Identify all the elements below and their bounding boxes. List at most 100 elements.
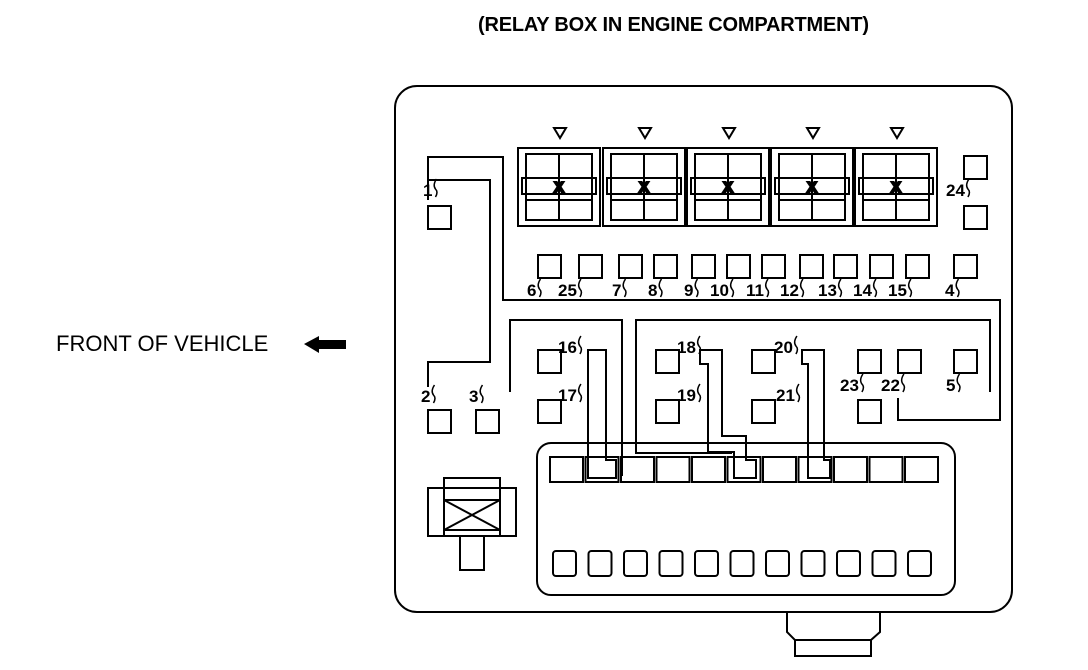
connector-cell [833,456,868,483]
relay-5: X [854,127,938,227]
connector-pin [658,550,684,577]
relay-indicator-icon [637,127,653,140]
terminal [833,254,858,279]
relay-marker: X [554,179,564,196]
terminal-number-12: 12 [780,281,799,300]
terminal-number-15: 15 [888,281,907,300]
connector-cell [904,456,939,483]
relay-2: X [602,127,686,227]
terminal [897,349,922,374]
left-wire-route [427,156,1001,476]
connector-pin [694,550,719,577]
front-of-vehicle-label: FRONT OF VEHICLE [56,331,269,356]
connector-cell [762,456,797,483]
terminal [953,254,978,279]
connector-cell [726,456,762,483]
front-arrow-icon [304,336,346,353]
terminal [427,409,452,434]
terminal-number-6: 6 [527,281,536,300]
terminal-number-18: 18 [677,338,696,357]
relay-marker: X [807,179,817,196]
connector-pin [765,550,790,577]
terminal-number-19: 19 [677,386,696,405]
connector-cell [797,456,833,483]
terminal [475,409,500,434]
relay-marker: X [891,179,901,196]
terminal-number-21: 21 [776,386,795,405]
connector-pin [552,550,577,577]
terminal-number-11: 11 [746,281,764,300]
terminal [691,254,716,279]
connector-pin [836,550,861,577]
terminal-number-17: 17 [558,386,577,405]
terminal-number-3: 3 [469,387,478,406]
terminal-number-23: 23 [840,376,859,395]
connector-cell [549,456,584,483]
fusible-link [427,477,517,571]
relay-3: X [686,127,770,227]
lower-connector-cells [549,456,939,577]
terminal [953,349,978,374]
jumper-wires [587,349,831,479]
terminal-number-22: 22 [881,376,900,395]
lower-connector-housing [536,442,956,596]
terminal-number-14: 14 [853,281,872,300]
relay-indicator-icon [552,127,568,140]
terminal-number-13: 13 [818,281,837,300]
terminal [905,254,930,279]
terminal-number-24: 24 [946,181,965,200]
terminal [799,254,824,279]
terminal-number-25: 25 [558,281,577,300]
terminal [653,254,678,279]
terminal [857,399,882,424]
terminal [537,349,562,374]
connector-cell [691,456,726,483]
terminal [751,399,776,424]
connector-cell [868,456,904,483]
relay-marker: X [639,179,649,196]
terminal [427,205,452,230]
terminal-number-5: 5 [946,376,955,395]
diagram-title: (RELAY BOX IN ENGINE COMPARTMENT) [478,14,869,36]
terminal [963,205,988,230]
terminal-number-7: 7 [612,281,621,300]
terminal [761,254,786,279]
terminal [655,349,680,374]
relay-box-outline [394,85,1013,613]
terminal [869,254,894,279]
terminal-number-10: 10 [710,281,729,300]
connector-pin [587,550,613,577]
connector-pin [729,550,755,577]
terminal [578,254,603,279]
connector-pin [907,550,932,577]
terminal-number-2: 2 [421,387,430,406]
terminal [963,155,988,180]
terminal-number-8: 8 [648,281,657,300]
terminal [537,399,562,424]
connector-pin [871,550,897,577]
terminal-number-16: 16 [558,338,577,357]
terminal-group [427,155,988,434]
terminal [857,349,882,374]
relay-indicator-icon [805,127,821,140]
terminal-number-1: 1 [423,181,432,200]
connector-cell [655,456,691,483]
relay-1: X [517,127,601,227]
relay-marker: X [723,179,733,196]
terminal [537,254,562,279]
terminal-number-4: 4 [945,281,955,300]
connector-cell [584,456,620,483]
relay-4: X [770,127,854,227]
terminal-number-20: 20 [774,338,793,357]
terminal-number-9: 9 [684,281,693,300]
relay-indicator-icon [721,127,737,140]
terminal [618,254,643,279]
terminal [655,399,680,424]
connector-cell [620,456,655,483]
terminal [726,254,751,279]
connector-pin [800,550,826,577]
mounting-bracket [786,612,881,657]
terminal [751,349,776,374]
